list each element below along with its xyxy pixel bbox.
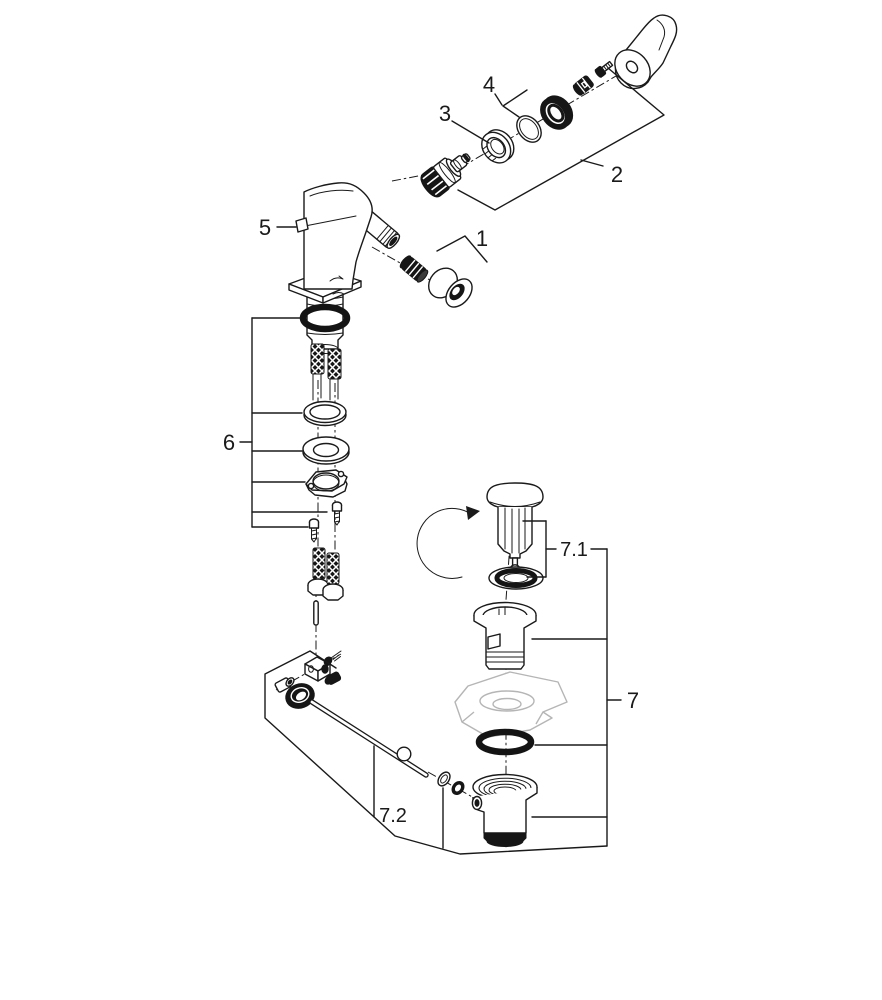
mounting-set-group [302, 400, 350, 626]
hose-stud-2 [322, 552, 344, 601]
drain-tailpiece [471, 773, 538, 847]
handle-adapter [572, 75, 594, 96]
basin-phantom [454, 671, 568, 738]
center-axis-cartridge-handle [391, 65, 634, 182]
rod-nut [451, 780, 465, 796]
callout-bracket-7-2 [264, 650, 608, 855]
pivot-fitting [274, 677, 295, 693]
faucet-body [303, 182, 373, 290]
cartridge-nut [481, 129, 515, 164]
callout-bracket-7 [531, 548, 622, 847]
cartridge [420, 153, 471, 198]
callout-label-6: 6 [223, 430, 235, 455]
callout-label-3: 3 [439, 101, 451, 126]
callout-labels: 1 2 3 4 5 6 7 7.1 7.2 [223, 72, 639, 827]
handle-lever [614, 14, 678, 90]
callout-bracket-4 [502, 89, 528, 118]
washer-ring [303, 400, 347, 427]
body-marking [329, 275, 345, 295]
callout-label-2: 2 [611, 162, 623, 187]
callout-label-4: 4 [483, 72, 495, 97]
outlet-group [399, 255, 473, 308]
linkage-rod [309, 699, 429, 778]
cartridge-group [420, 14, 678, 198]
popup-plug [486, 482, 544, 576]
callout-line-3 [451, 120, 490, 144]
spray-outlet [427, 267, 473, 308]
knurled-nut [285, 683, 315, 709]
mounting-flange [305, 469, 348, 498]
callout-label-5: 5 [259, 215, 271, 240]
o-ring [516, 115, 542, 143]
callout-bracket-2 [457, 67, 665, 211]
callout-line-4 [494, 93, 503, 106]
flange-screw-2 [308, 518, 320, 543]
callout-label-7: 7 [627, 688, 639, 713]
popup-waste-group [274, 482, 568, 847]
callout-lines [239, 67, 665, 855]
cap-ring [540, 95, 574, 130]
callout-bracket-6 [239, 317, 328, 528]
callout-bracket-7-1 [522, 520, 608, 578]
callout-line-2 [580, 159, 604, 167]
pull-rod [313, 600, 319, 626]
pivot-linkage-group [274, 650, 465, 796]
pivot-housing [304, 656, 331, 682]
drain-flange-body [473, 601, 537, 670]
aerator-mousseur [399, 255, 429, 283]
drain-o-ring [475, 728, 535, 756]
pivot-cap-nut [324, 671, 342, 685]
faucet-group [288, 182, 401, 401]
pivot-screw [323, 650, 342, 666]
rotation-arrow-icon [416, 506, 480, 579]
handle-screw [594, 60, 614, 78]
callout-label-1: 1 [476, 226, 488, 251]
body-seam-line [304, 215, 357, 227]
callout-label-7-2: 7.2 [379, 805, 407, 827]
plug-seal-ring [488, 566, 544, 590]
flange-screw-1 [331, 501, 343, 526]
supply-hoses [310, 343, 342, 401]
side-tab [295, 217, 309, 233]
callout-bracket-1 [436, 235, 488, 263]
rod-o-ring [437, 771, 451, 787]
shank-o-ring [299, 303, 351, 333]
rosette-washer [302, 436, 350, 465]
callout-label-7-1: 7.1 [560, 539, 588, 561]
body-top-contour [309, 189, 354, 197]
